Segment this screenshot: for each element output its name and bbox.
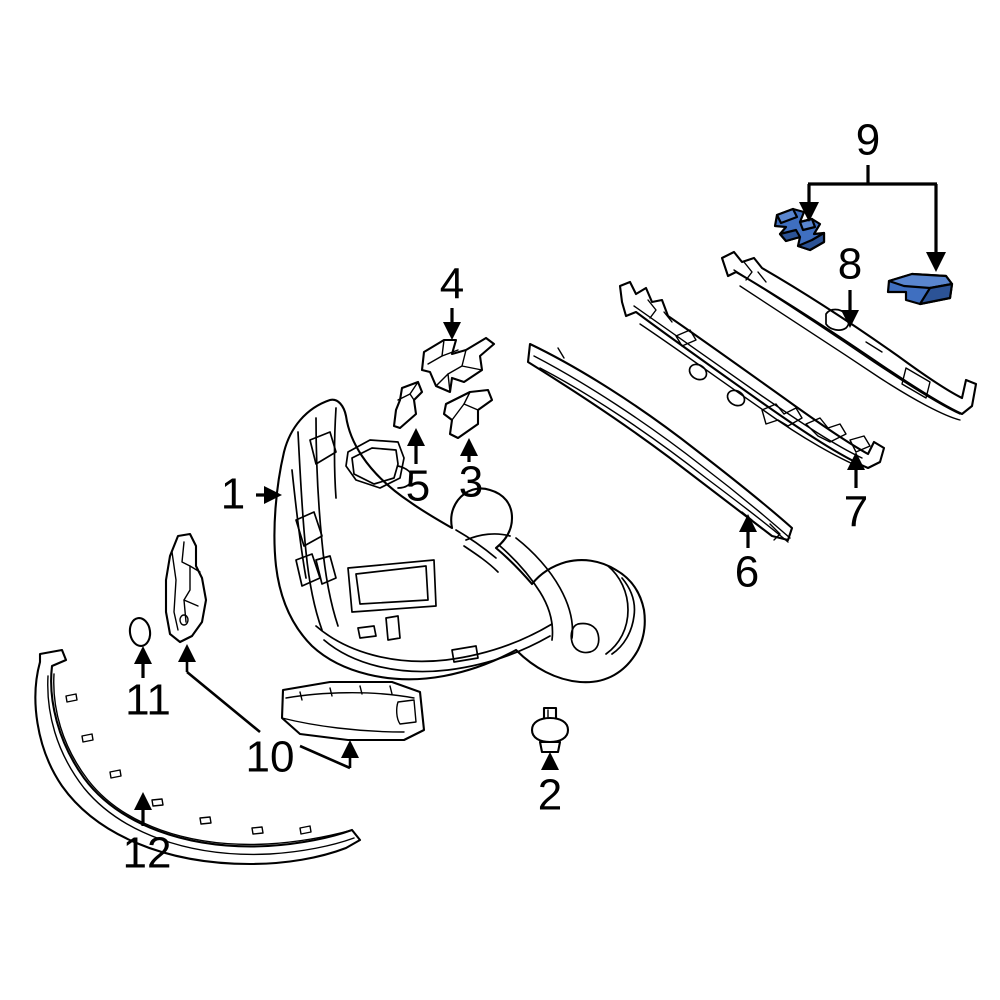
part-bumper-bracket-right-highlighted[interactable] [886,272,954,306]
part-lower-valance-molding[interactable] [280,680,426,742]
callout-1-leader [256,486,282,504]
callout-7-leader [847,452,865,488]
callout-12-leader [134,792,152,826]
part-lower-valance-endcap[interactable] [164,532,208,644]
part-bumper-energy-absorber[interactable] [526,342,794,543]
callout-3-leader [460,438,478,462]
callout-5-leader [407,428,425,464]
callout-12-label: 12 [123,829,172,878]
callout-7-label: 7 [844,488,868,537]
callout-6-label: 6 [735,548,759,597]
part-bumper-bracket-left-highlighted[interactable] [773,207,826,252]
callout-4-leader [443,308,461,340]
callout-3-label: 3 [459,458,483,507]
callout-8-label: 8 [838,240,862,289]
callout-9-leader [799,165,946,272]
part-bumper-bolt[interactable] [530,706,570,754]
callout-11-label: 11 [125,676,171,725]
callout-11-leader [134,646,152,678]
callout-4-label: 4 [440,260,464,309]
part-side-bracket-right[interactable] [442,388,494,440]
part-front-air-deflector-spoiler[interactable] [34,648,362,866]
callout-6-leader [739,514,757,548]
callout-10-leader [178,644,359,770]
part-front-bumper-cover[interactable] [273,398,646,684]
callout-1-label: 1 [221,470,245,519]
callout-10-label: 10 [246,733,295,782]
part-side-bracket-left[interactable] [392,380,424,430]
callout-5-label: 5 [406,462,430,511]
part-center-retainer-bracket[interactable] [420,336,496,394]
callout-2-label: 2 [538,771,562,820]
part-bumper-reinforcement-lower[interactable] [618,280,886,470]
callout-9-label: 9 [856,116,880,165]
callout-2-leader [541,752,559,770]
callout-8-leader [841,290,859,328]
part-bumper-impact-bar[interactable] [720,250,978,421]
part-bumper-clip-grommet[interactable] [128,617,152,648]
